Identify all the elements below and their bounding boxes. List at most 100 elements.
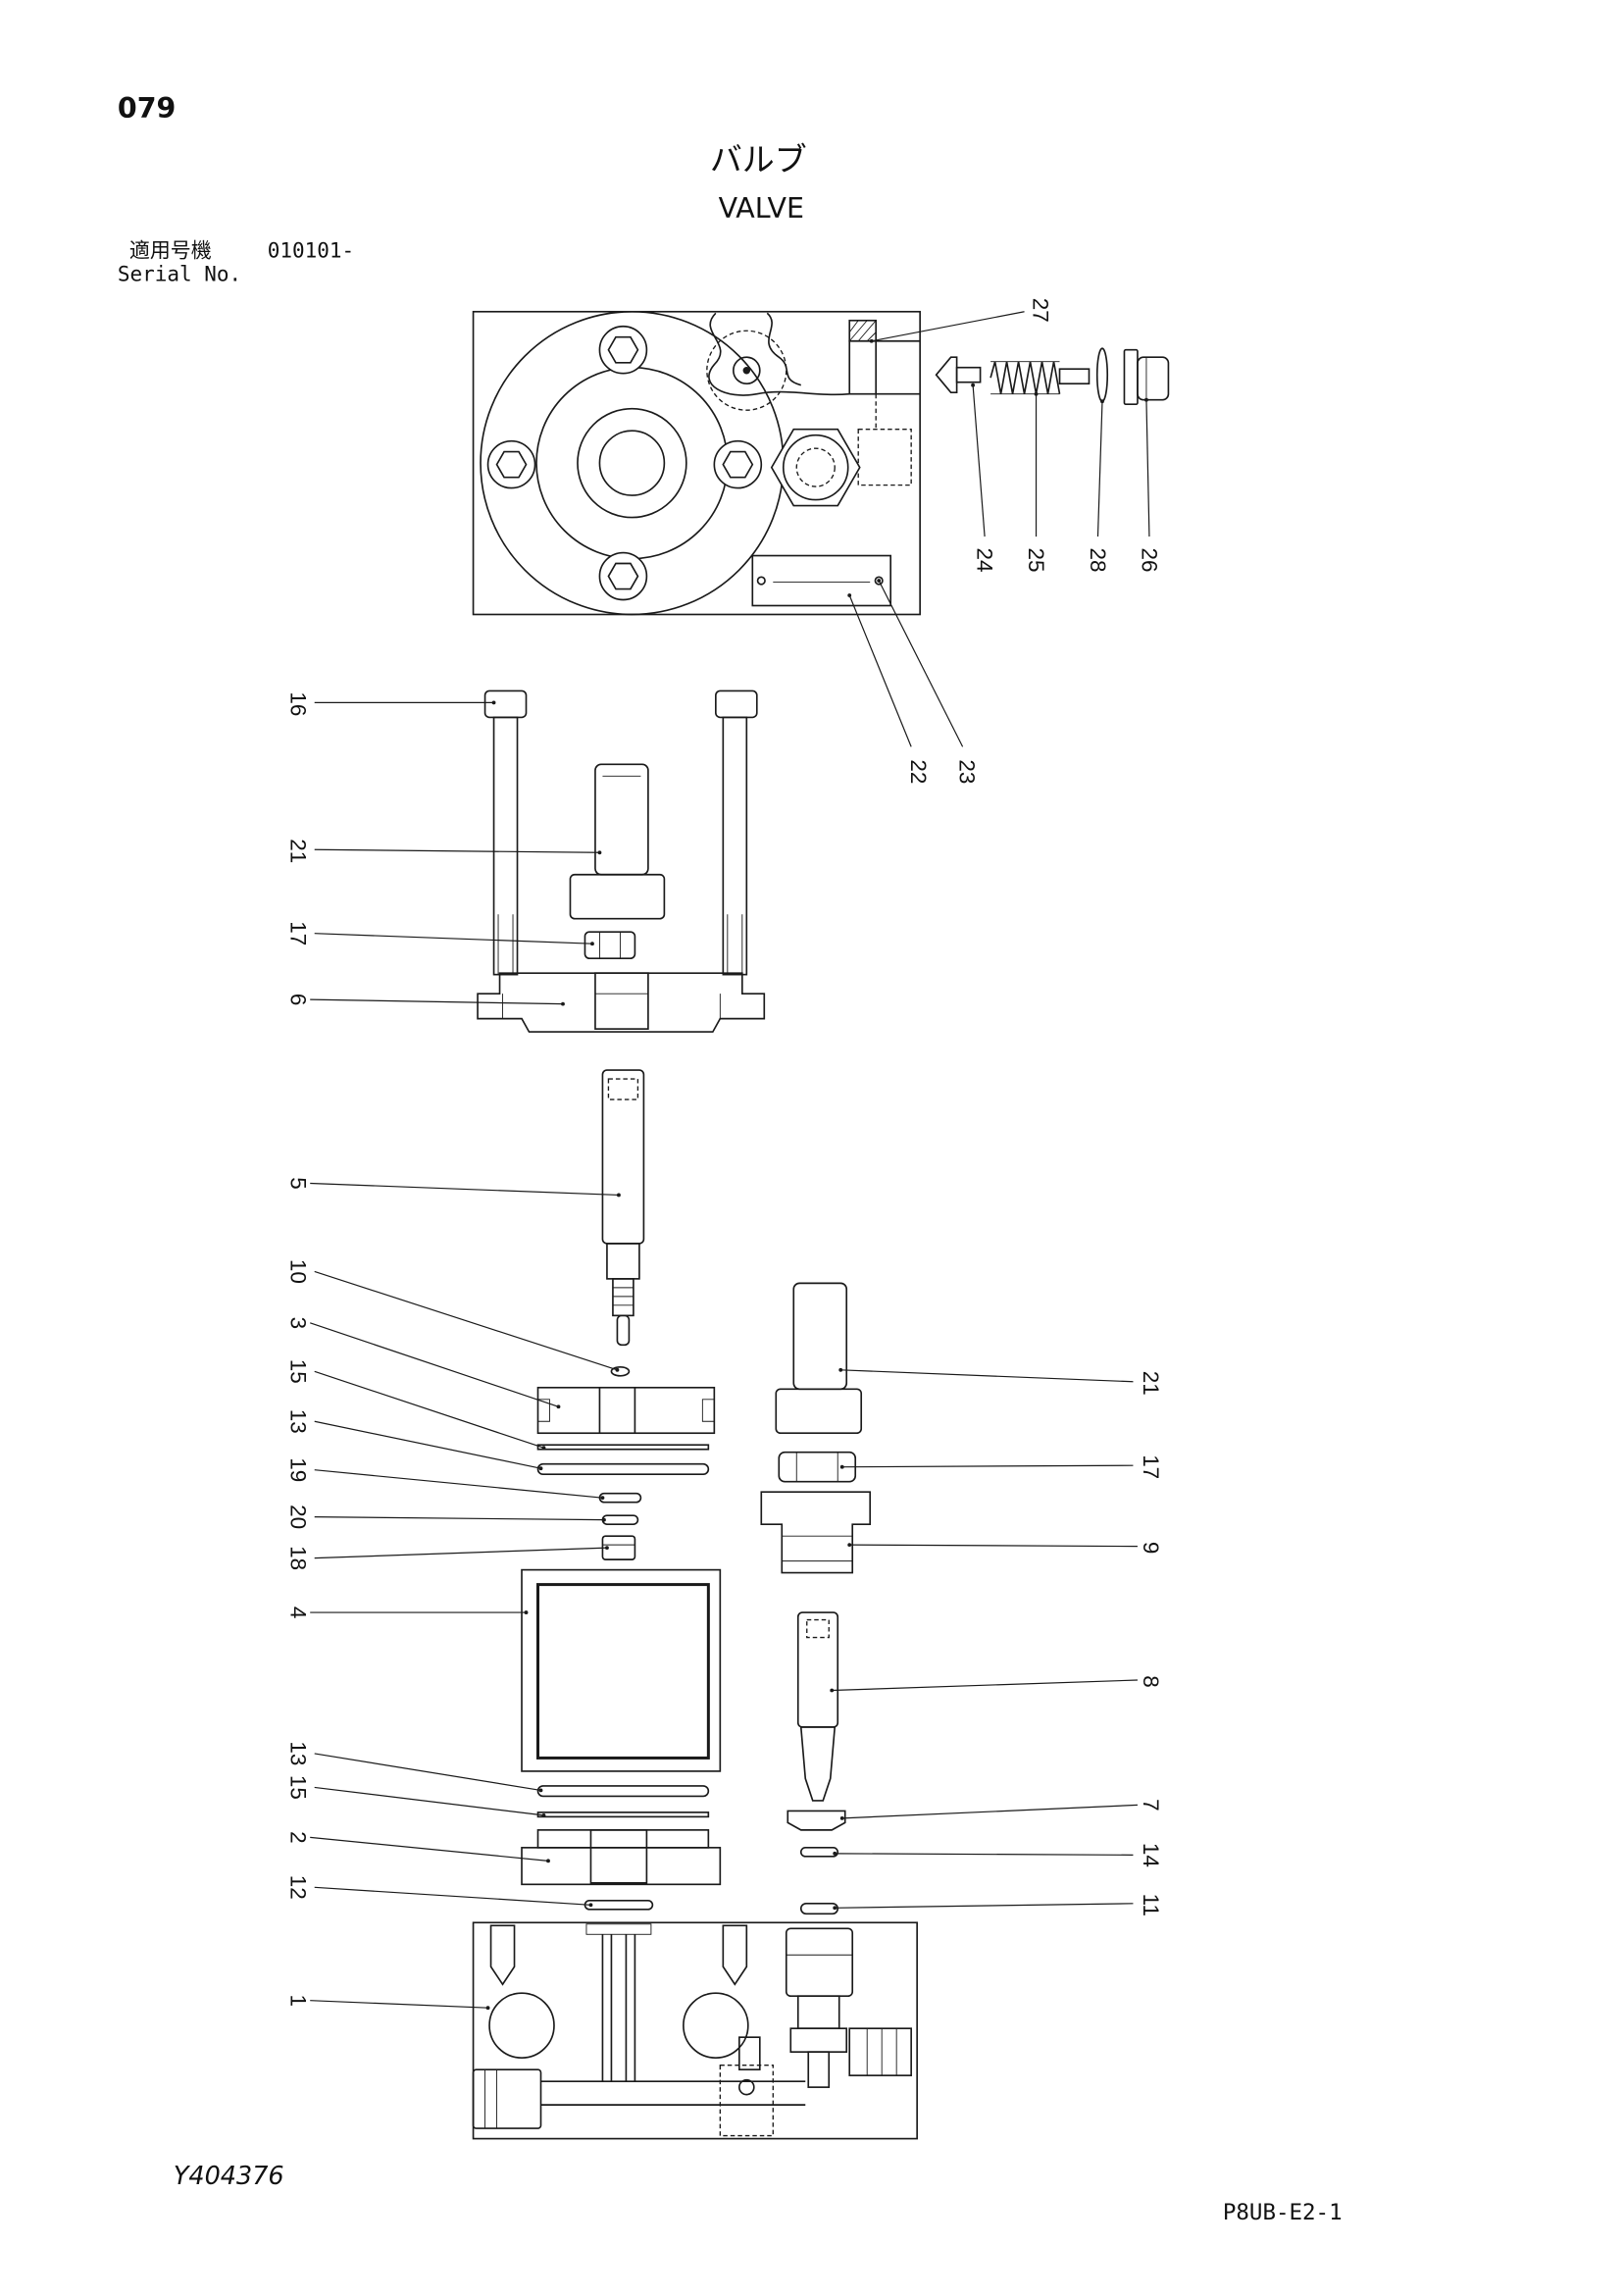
part-26-plug bbox=[1123, 348, 1170, 406]
part-1-body bbox=[472, 1921, 918, 2140]
callout-18: 18 bbox=[286, 1546, 311, 1570]
callout-7: 7 bbox=[1139, 1799, 1163, 1811]
part-14 bbox=[799, 1847, 839, 1858]
leader-line-3 bbox=[310, 1322, 561, 1409]
part-5-spool bbox=[601, 1069, 645, 1347]
leader-line-6 bbox=[310, 998, 565, 1006]
leader-line-7 bbox=[839, 1804, 1138, 1820]
callout-14: 14 bbox=[1139, 1843, 1163, 1867]
serial-label-english: Serial No. bbox=[118, 262, 241, 285]
leader-line-5 bbox=[310, 1182, 621, 1198]
callout-9: 9 bbox=[1139, 1542, 1163, 1554]
valve-top-view bbox=[472, 310, 921, 616]
sheet-code: P8UB-E2-1 bbox=[1223, 2200, 1343, 2225]
part-20 bbox=[601, 1514, 639, 1525]
leader-line-8 bbox=[830, 1679, 1138, 1693]
part-27 bbox=[848, 319, 921, 395]
callout-28: 28 bbox=[1086, 548, 1110, 573]
callout-13-lower: 13 bbox=[286, 1741, 311, 1765]
part-18 bbox=[601, 1535, 636, 1560]
leader-line-19 bbox=[314, 1469, 605, 1501]
leader-line-24 bbox=[971, 383, 986, 537]
callout-2: 2 bbox=[286, 1831, 311, 1843]
part-3 bbox=[536, 1386, 716, 1435]
leader-line-20 bbox=[314, 1516, 606, 1522]
callout-5: 5 bbox=[286, 1177, 311, 1190]
leader-line-21-lower bbox=[838, 1367, 1134, 1383]
part-15-lower bbox=[536, 1811, 710, 1818]
title-japanese: バルブ bbox=[710, 140, 807, 179]
leader-line-26 bbox=[1144, 397, 1150, 537]
part-21-upper bbox=[569, 763, 666, 920]
callout-17-lower: 17 bbox=[1139, 1454, 1163, 1479]
callout-8: 8 bbox=[1139, 1675, 1163, 1687]
part-16-bolt-left bbox=[483, 689, 528, 976]
part-24 bbox=[935, 356, 982, 394]
top-view-bolt-right bbox=[713, 439, 763, 489]
callout-16: 16 bbox=[286, 691, 311, 716]
title-english: VALVE bbox=[719, 192, 804, 225]
leader-line-17-lower bbox=[839, 1464, 1134, 1469]
part-11 bbox=[799, 1902, 839, 1915]
part-19 bbox=[598, 1492, 642, 1504]
callout-20: 20 bbox=[286, 1505, 311, 1529]
callout-1: 1 bbox=[286, 1994, 311, 2006]
callout-21-lower: 21 bbox=[1139, 1371, 1163, 1396]
callout-4: 4 bbox=[286, 1607, 311, 1619]
callout-10: 10 bbox=[286, 1259, 311, 1284]
serial-label-japanese: 適用号機 bbox=[129, 238, 212, 262]
part-15-upper bbox=[536, 1444, 710, 1451]
leader-line-18 bbox=[314, 1546, 609, 1559]
leader-line-13-lower bbox=[314, 1753, 543, 1793]
part-13-upper bbox=[536, 1462, 710, 1476]
top-view-bolt-top bbox=[598, 325, 648, 375]
part-4 bbox=[521, 1568, 722, 1772]
part-22-nameplate bbox=[751, 554, 892, 607]
callout-21-upper: 21 bbox=[286, 839, 311, 863]
top-view-bolt-left bbox=[486, 439, 536, 489]
part-25-spring bbox=[990, 361, 1091, 395]
leader-line-14 bbox=[833, 1851, 1134, 1856]
callout-25: 25 bbox=[1024, 548, 1048, 573]
part-2 bbox=[521, 1829, 722, 1886]
callout-24: 24 bbox=[973, 548, 997, 573]
leader-line-23 bbox=[877, 579, 964, 747]
leader-line-1 bbox=[310, 2000, 490, 2011]
part-7 bbox=[787, 1810, 846, 1831]
part-10 bbox=[610, 1365, 631, 1377]
page-number: 079 bbox=[118, 92, 176, 125]
drawing-number: Y404376 bbox=[174, 2162, 284, 2191]
callout-17-upper: 17 bbox=[286, 921, 311, 945]
leader-line-12 bbox=[314, 1886, 593, 1908]
part-23-rivets bbox=[756, 576, 884, 586]
part-8 bbox=[796, 1611, 839, 1802]
leader-line-10 bbox=[314, 1270, 620, 1372]
part-9 bbox=[760, 1491, 872, 1574]
leader-line-11 bbox=[833, 1903, 1134, 1911]
leader-line-27 bbox=[869, 311, 1025, 343]
leader-line-2 bbox=[310, 1836, 550, 1863]
part-13-lower bbox=[536, 1785, 710, 1798]
callout-12: 12 bbox=[286, 1875, 311, 1900]
part-21-lower bbox=[775, 1282, 863, 1435]
leader-lines bbox=[310, 311, 1150, 2011]
callout-23: 23 bbox=[955, 759, 980, 784]
leader-line-17-upper bbox=[314, 933, 594, 946]
callout-6: 6 bbox=[286, 994, 311, 1005]
callout-11: 11 bbox=[1139, 1894, 1163, 1916]
leader-line-21-upper bbox=[314, 848, 602, 855]
callout-26: 26 bbox=[1137, 548, 1161, 573]
leader-line-13-upper bbox=[314, 1420, 543, 1471]
part-12 bbox=[584, 1899, 654, 1911]
callout-22: 22 bbox=[906, 759, 931, 784]
part-16-bolt-right bbox=[715, 689, 758, 976]
callout-27: 27 bbox=[1029, 298, 1053, 323]
part-17-upper-nut bbox=[584, 931, 636, 959]
leader-line-15-upper bbox=[314, 1370, 546, 1451]
part-6-cover bbox=[477, 972, 766, 1033]
callout-19: 19 bbox=[286, 1457, 311, 1482]
top-view-bolt-bottom bbox=[598, 551, 648, 601]
callout-15-lower: 15 bbox=[286, 1775, 311, 1800]
callout-3: 3 bbox=[286, 1317, 311, 1329]
